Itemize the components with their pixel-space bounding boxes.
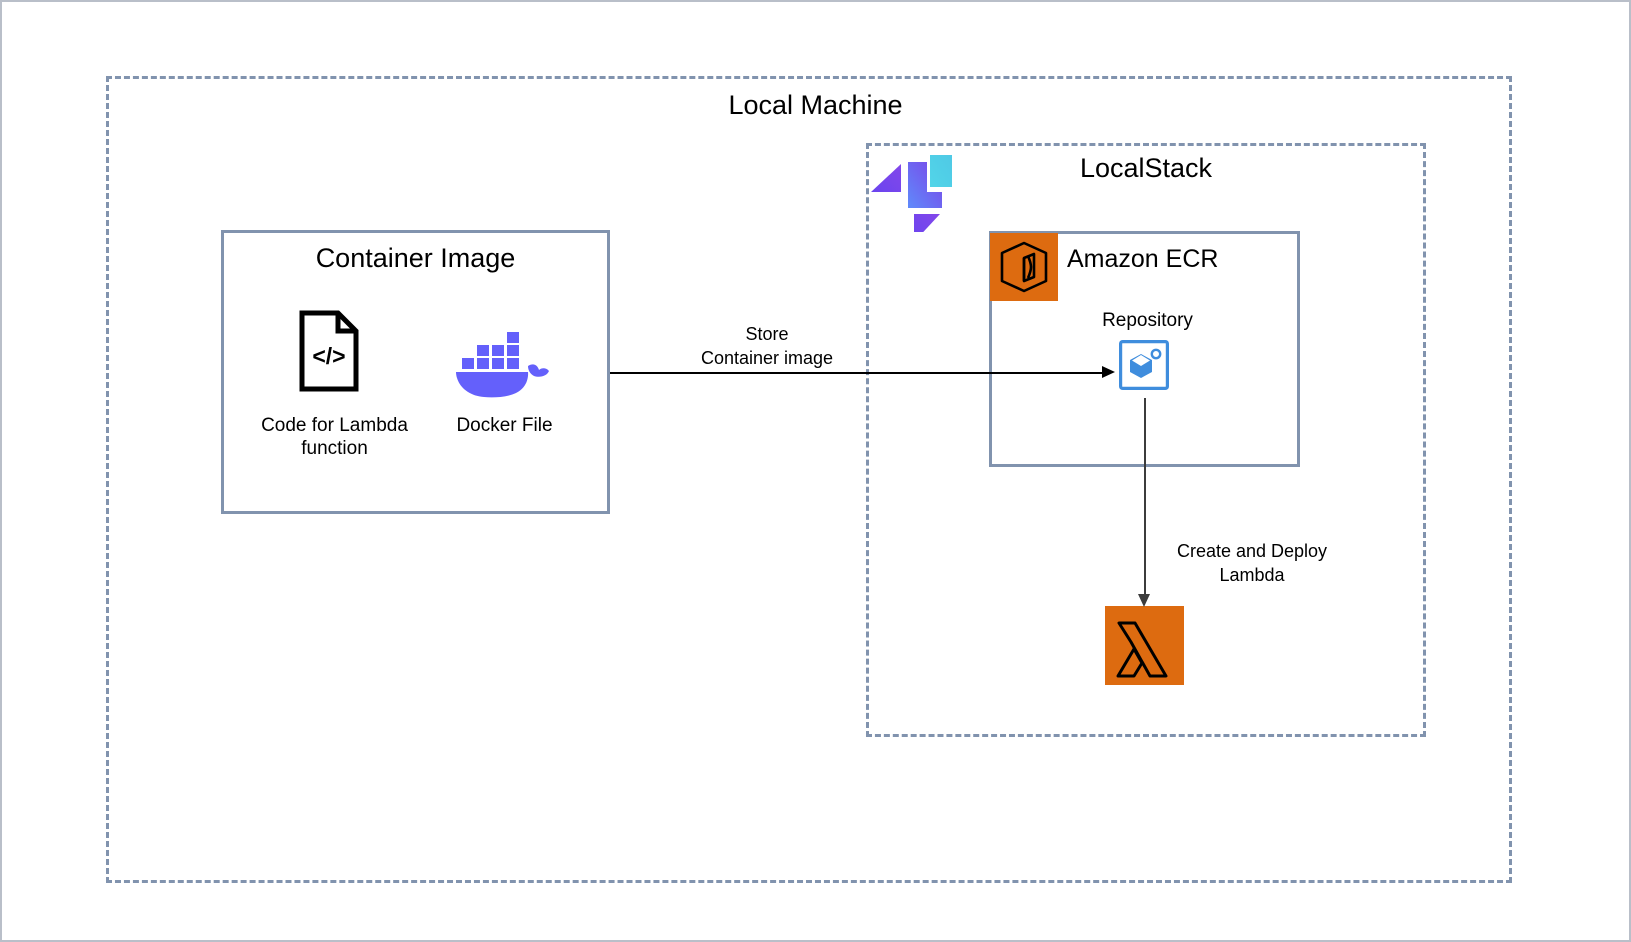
store-arrow-head — [1102, 365, 1115, 378]
repository-label: Repository — [1102, 310, 1193, 331]
docker-whale-icon — [454, 322, 550, 398]
localstack-logo-icon — [870, 150, 952, 232]
amazon-ecr-title: Amazon ECR — [1067, 245, 1219, 273]
code-file-caption: Code for Lambda function — [261, 415, 408, 459]
localstack-title: LocalStack — [1079, 153, 1213, 183]
docker-file-caption: Docker File — [456, 415, 553, 436]
local-machine-title: Local Machine — [728, 90, 903, 120]
localstack-region — [866, 143, 1426, 737]
ecr-repository-icon — [1119, 340, 1169, 390]
store-arrow-line — [610, 372, 1105, 374]
aws-lambda-icon — [1105, 606, 1184, 685]
deploy-arrow-head — [1138, 594, 1150, 607]
deploy-arrow-line — [1144, 398, 1146, 598]
deploy-arrow-label: Create and Deploy Lambda — [1176, 541, 1328, 585]
svg-text:</>: </> — [312, 343, 345, 369]
container-image-title: Container Image — [315, 243, 516, 273]
local-machine-region — [106, 76, 1512, 883]
amazon-ecr-icon — [990, 233, 1058, 301]
store-arrow-label: Store Container image — [700, 324, 834, 368]
code-file-icon: </> — [298, 310, 360, 392]
